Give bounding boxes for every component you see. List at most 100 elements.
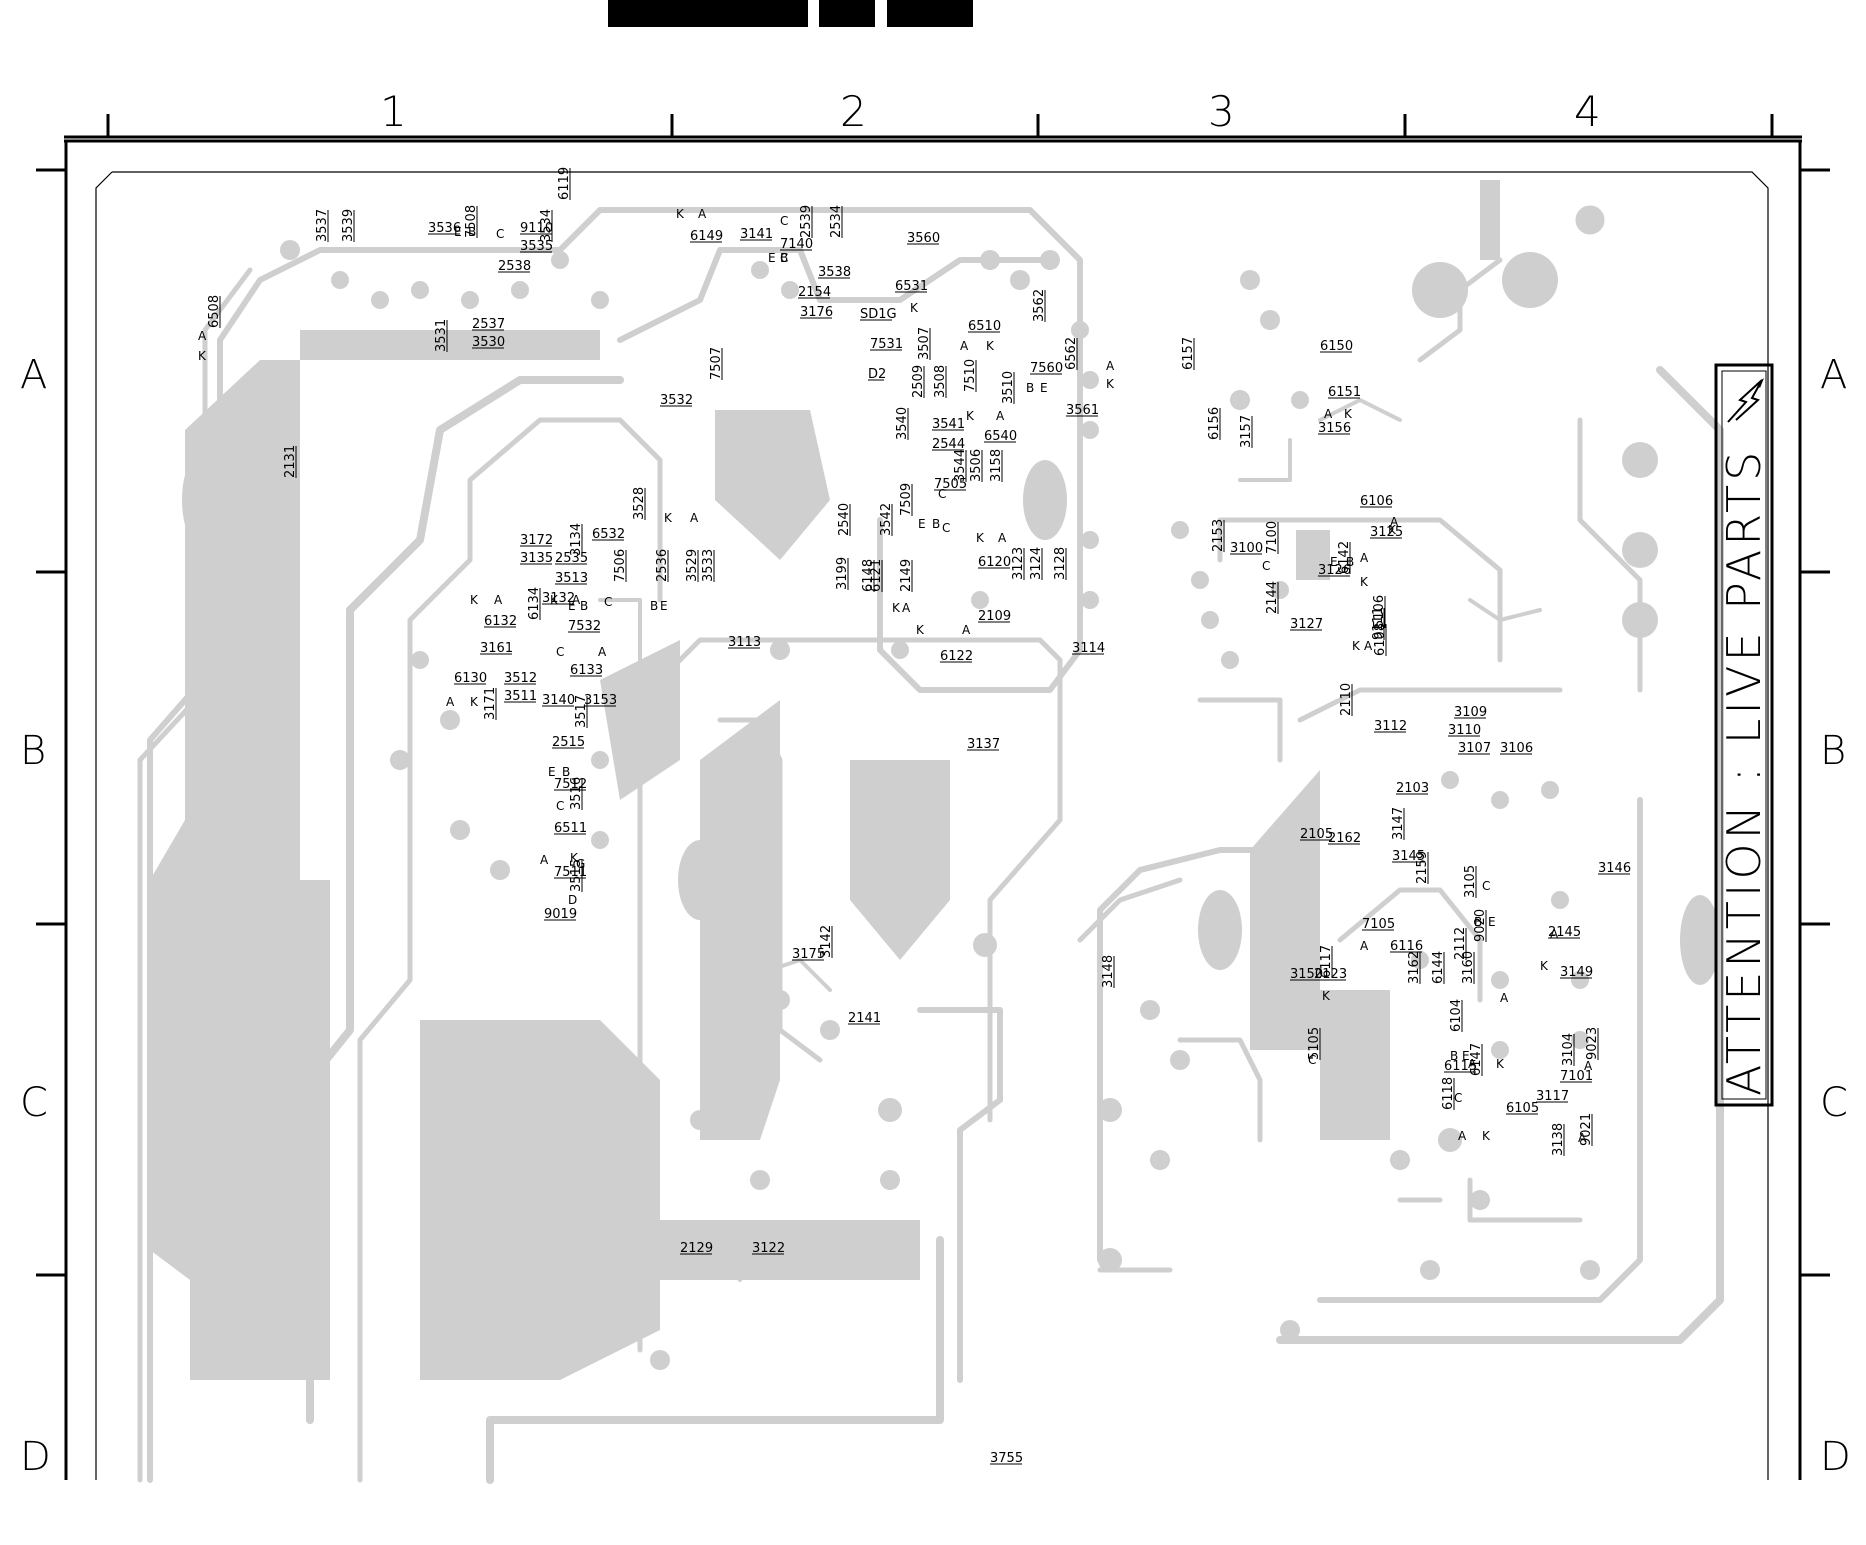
component-3513: 3513 (555, 571, 588, 586)
column-ruler (64, 114, 1802, 139)
component-2534: 2534 (829, 205, 844, 238)
component-7510: 7510 (963, 359, 978, 392)
component-6106: 6106 (1360, 494, 1393, 509)
component-6144: 6144 (1431, 951, 1446, 984)
pin-label: E (454, 225, 462, 239)
component-ref-label: 2123 (1314, 967, 1347, 982)
component-3109: 3109 (1454, 705, 1487, 720)
component-2539: 2539 (799, 205, 814, 238)
pin-label: E (1488, 915, 1496, 929)
component-ref-label: 9111 (1371, 607, 1386, 640)
component-ref-label: 7532 (568, 619, 601, 634)
component-ref-label: 3100 (1230, 541, 1263, 556)
pin-label: B (1474, 915, 1482, 929)
component-ref-label: 2154 (798, 285, 831, 300)
component-ref-label: 3107 (1458, 741, 1491, 756)
component-ref-label: 2539 (799, 205, 814, 238)
component-ref-label: 5106 (1372, 595, 1387, 628)
component-6104: 6104 (1449, 999, 1464, 1032)
pin-label: A (540, 853, 549, 867)
component-ref-label: 3157 (1239, 415, 1254, 448)
pin-label: E (768, 251, 776, 265)
component-2540: 2540 (837, 503, 852, 536)
component-ref-label: 9023 (1585, 1027, 1600, 1060)
component-3508: 3508 (933, 365, 948, 398)
component-ref-label: 3537 (315, 209, 330, 242)
pin-label: K (198, 349, 207, 363)
component-3171: 3171 (483, 687, 498, 720)
component-6151: 6151 (1328, 385, 1361, 400)
component-2112: 2112 (1453, 927, 1468, 960)
pin-label: A (1364, 639, 1373, 653)
component-ref-label: 3536 (428, 221, 461, 236)
component-3506: 3506 (969, 449, 984, 482)
component-7532: 7532 (568, 619, 601, 634)
pin-label: C (780, 251, 788, 265)
component-3158: 3158 (989, 449, 1004, 482)
component-2109: 2109 (978, 609, 1011, 624)
component-7531: 7531 (870, 337, 903, 352)
pin-label: A (1324, 407, 1333, 421)
component-3529: 3529 (685, 549, 700, 582)
pin-label: C (556, 799, 564, 813)
pin-label: K (1540, 959, 1549, 973)
pin-label: E (1330, 555, 1338, 569)
component-3176: 3176 (800, 305, 833, 320)
component-ref-label: 3515 (569, 859, 584, 892)
component-9021: 9021 (1579, 1113, 1594, 1146)
component-ref-label: 7506 (613, 549, 628, 582)
component-2536: 2536 (655, 549, 670, 582)
component-ref-label: 3106 (1500, 741, 1533, 756)
component-3512: 3512 (504, 671, 537, 686)
component-ref-label: 3542 (879, 503, 894, 536)
component-ref-label: 6508 (207, 295, 222, 328)
header-block (819, 0, 875, 27)
pin-label: A (1584, 1059, 1593, 1073)
component-2544: 2544 (932, 437, 965, 452)
component-7100: 7100 (1265, 521, 1280, 554)
component-ref-label: 3531 (434, 319, 449, 352)
component-2159: 2159 (1415, 851, 1430, 884)
component-ref-label: 6122 (940, 649, 973, 664)
component-3142: 3142 (819, 925, 834, 958)
column-label-2: 2 (840, 87, 867, 136)
component-6130: 6130 (454, 671, 487, 686)
component-ref-label: 3158 (989, 449, 1004, 482)
pin-label: B (650, 599, 658, 613)
lightning-bolt-icon (1727, 378, 1764, 423)
pin-label: A (1578, 1131, 1587, 1145)
pin-label: K (1388, 523, 1397, 537)
component-ref-label: 6119 (557, 167, 572, 200)
component-ref-label: 6540 (984, 429, 1017, 444)
pin-label: A (598, 645, 607, 659)
component-3149: 3149 (1560, 965, 1593, 980)
component-7101: 7101 (1560, 1069, 1593, 1084)
component-6531: 6531 (895, 279, 928, 294)
component-ref-label: 6115 (1444, 1059, 1477, 1074)
component-ref-label: 7101 (1560, 1069, 1593, 1084)
component-ref-label: 7100 (1265, 521, 1280, 554)
component-ref-label: 6147 (1469, 1043, 1484, 1076)
component-9110: 9110 (520, 221, 553, 236)
component-6156: 6156 (1207, 407, 1222, 440)
component-ref-label: 9021 (1579, 1113, 1594, 1146)
component-ref-label: 3140 (542, 693, 575, 708)
component-3112: 3112 (1374, 719, 1407, 734)
component-ref-label: 3540 (895, 407, 910, 440)
component-6508: 6508 (207, 295, 222, 328)
component-6540: 6540 (984, 429, 1017, 444)
pin-label: A (902, 601, 911, 615)
component-3153: 3153 (584, 693, 617, 708)
component-ref-label: 2538 (498, 259, 531, 274)
component-3540: 3540 (895, 407, 910, 440)
pin-label: C (1262, 559, 1270, 573)
pin-label: A (998, 531, 1007, 545)
component-ref-label: 3162 (1407, 951, 1422, 984)
component-2103: 2103 (1396, 781, 1429, 796)
component-2162: 2162 (1328, 831, 1361, 846)
component-ref-label: 5105 (1307, 1027, 1322, 1060)
pin-label: E (568, 599, 576, 613)
component-3533: 3533 (701, 549, 716, 582)
